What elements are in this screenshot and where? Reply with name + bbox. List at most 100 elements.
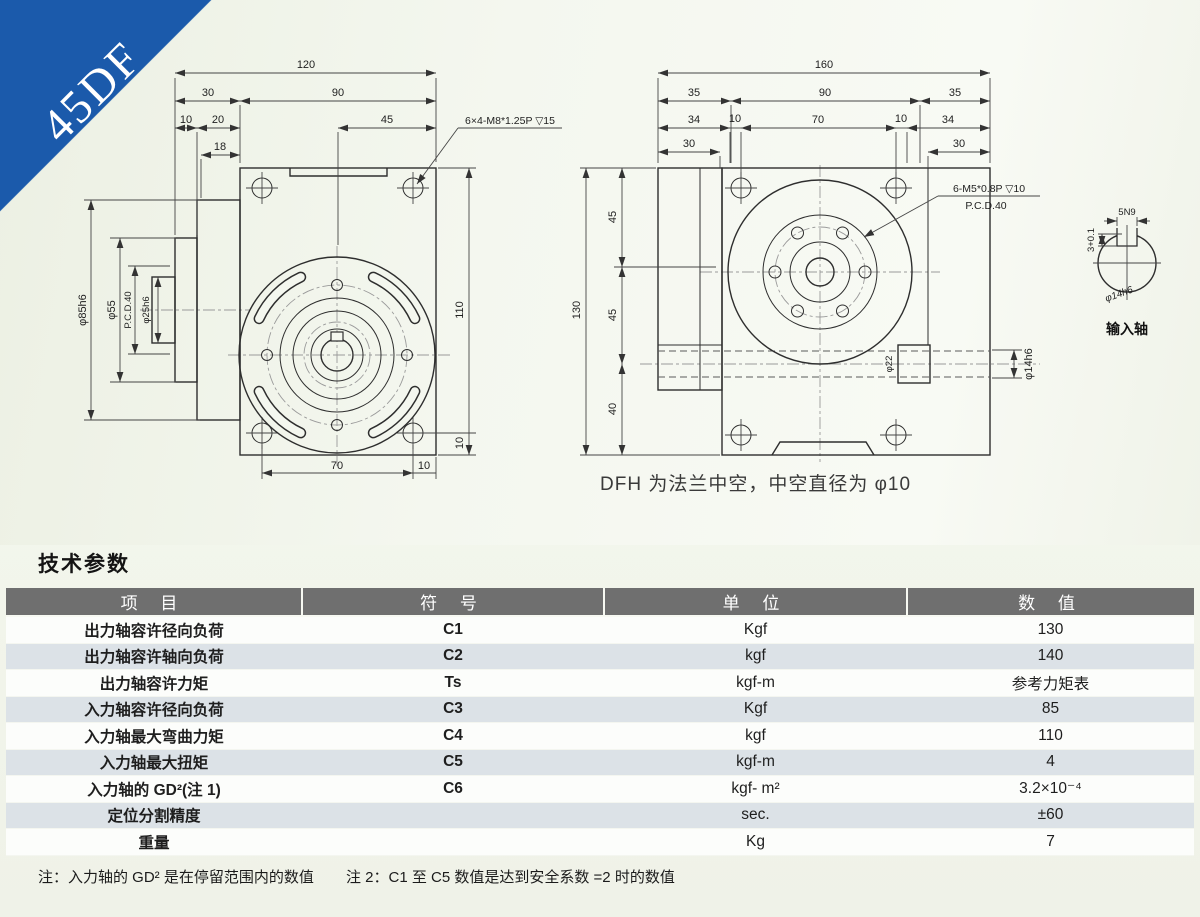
symbol-cell: C2	[302, 643, 604, 670]
spec-table: 项 目 符 号 单 位 数 值 出力轴容许径向负荷 C1 Kgf 130 出力轴…	[6, 588, 1194, 856]
input-shaft-detail: 5N9 3+0.1 φ14h6 输入轴	[1086, 207, 1161, 337]
dim-label-120: 120	[297, 59, 315, 71]
unit-cell: kgf-m	[604, 669, 907, 697]
unit-cell: Kg	[604, 828, 907, 856]
dim-label-130: 130	[571, 301, 583, 319]
item-cell: 入力轴最大扭矩	[6, 749, 302, 776]
item-cell: 入力轴的 GD²(注 1)	[6, 775, 302, 803]
value-cell: ±60	[907, 802, 1194, 829]
spec-table-title: 技术参数	[38, 553, 130, 576]
dia-label-shaft: φ14h6	[1023, 348, 1035, 380]
footnote: 注：入力轴的 GD² 是在停留范围内的数值 注 2：C1 至 C5 数值是达到安…	[38, 866, 703, 887]
dia-label-bearing: φ22	[884, 356, 895, 373]
table-row: 定位分割精度 sec. ±60	[6, 802, 1194, 829]
table-row: 出力轴容许径向负荷 C1 Kgf 130	[6, 616, 1194, 644]
unit-cell: kgf-m	[604, 749, 907, 776]
value-cell: 参考力矩表	[907, 669, 1194, 697]
dia-label-flange: φ85h6	[77, 294, 89, 326]
header-unit: 单 位	[603, 588, 907, 617]
header-value: 数 值	[906, 588, 1194, 617]
dim-label-18: 18	[214, 141, 226, 153]
symbol-cell: C6	[302, 775, 604, 803]
item-cell: 重量	[6, 828, 302, 856]
value-cell: 85	[907, 696, 1194, 723]
dim-label-45: 45	[381, 114, 393, 126]
item-cell: 出力轴容许径向负荷	[6, 616, 302, 644]
dim-label-160: 160	[815, 59, 833, 71]
unit-cell: kgf	[604, 722, 907, 750]
corner-ribbon: 45DF	[0, 0, 212, 212]
dia-label-pilot: φ25h6	[141, 296, 152, 323]
table-row: 重量 Kg 7	[6, 828, 1194, 856]
symbol-cell	[302, 802, 604, 829]
table-row: 出力轴容许轴向负荷 C2 kgf 140	[6, 643, 1194, 670]
header-symbol: 符 号	[301, 588, 604, 617]
dim-label-40: 40	[607, 403, 619, 415]
item-cell: 入力轴最大弯曲力矩	[6, 722, 302, 750]
item-cell: 出力轴容许轴向负荷	[6, 643, 302, 670]
dim-label-35l: 35	[688, 87, 700, 99]
front-view-drawing: 120 30 90 10 20 45 18 6×4-M8*1.25P ▽15 φ…	[77, 59, 562, 479]
unit-cell: sec.	[604, 802, 907, 829]
input-shaft-caption: 输入轴	[1106, 321, 1148, 337]
dim-label-45a: 45	[607, 211, 619, 223]
side-thread-callout: 6-M5*0.8P ▽10	[953, 183, 1025, 195]
dim-label-45b: 45	[607, 309, 619, 321]
header-item: 项 目	[6, 588, 302, 617]
side-view-drawing: 160 35 90 35 34 10 70 10 34 30 30 130 45…	[571, 59, 1040, 462]
dim-label-30l: 30	[683, 138, 695, 150]
unit-cell: kgf- m²	[604, 775, 907, 803]
front-thread-callout: 6×4-M8*1.25P ▽15	[465, 115, 555, 127]
dim-label-90: 90	[332, 87, 344, 99]
symbol-cell	[302, 828, 604, 856]
table-header-row: 项 目 符 号 单 位 数 值	[6, 588, 1194, 617]
technical-drawings: 120 30 90 10 20 45 18 6×4-M8*1.25P ▽15 φ…	[77, 59, 1161, 479]
unit-cell: kgf	[604, 643, 907, 670]
table-row: 出力轴容许力矩 Ts kgf-m 参考力矩表	[6, 669, 1194, 697]
keyway-label: 5N9	[1118, 207, 1135, 218]
table-row: 入力轴最大弯曲力矩 C4 kgf 110	[6, 722, 1194, 750]
dim-label-30: 30	[202, 87, 214, 99]
dim-label-10: 10	[180, 114, 192, 126]
value-cell: 7	[907, 828, 1194, 856]
symbol-cell: C1	[302, 616, 604, 644]
shaft-dia-label: φ14h6	[1104, 284, 1135, 304]
dim-label-34l: 34	[688, 114, 700, 126]
dim-label-35r: 35	[949, 87, 961, 99]
table-row: 入力轴的 GD²(注 1) C6 kgf- m² 3.2×10⁻⁴	[6, 775, 1194, 803]
symbol-cell: C5	[302, 749, 604, 776]
dim-label-110: 110	[454, 301, 466, 319]
hollow-note: DFH 为法兰中空，中空直径为 φ10	[600, 474, 912, 495]
table-row: 入力轴容许径向负荷 C3 Kgf 85	[6, 696, 1194, 723]
pcd-label-front: P.C.D.40	[123, 291, 134, 328]
dim-label-20: 20	[212, 114, 224, 126]
dim-label-34r: 34	[942, 114, 954, 126]
value-cell: 4	[907, 749, 1194, 776]
footnote-note2: 注 2：C1 至 C5 数值是达到安全系数 =2 时的数值	[346, 869, 675, 886]
value-cell: 110	[907, 722, 1194, 750]
footnote-note1: 注：入力轴的 GD² 是在停留范围内的数值	[38, 869, 314, 886]
value-cell: 3.2×10⁻⁴	[907, 775, 1194, 803]
unit-cell: Kgf	[604, 616, 907, 644]
dim-label-right-10: 10	[454, 437, 466, 449]
symbol-cell: Ts	[302, 669, 604, 697]
side-pcd-label: P.C.D.40	[965, 200, 1006, 212]
dim-label-10l: 10	[729, 113, 741, 125]
dim-label-90: 90	[819, 87, 831, 99]
dim-label-70: 70	[812, 114, 824, 126]
dim-label-10r: 10	[895, 113, 907, 125]
symbol-cell: C4	[302, 722, 604, 750]
dim-label-30r: 30	[953, 138, 965, 150]
key-depth-label: 3+0.1	[1086, 228, 1097, 252]
item-cell: 出力轴容许力矩	[6, 669, 302, 697]
item-cell: 定位分割精度	[6, 802, 302, 829]
symbol-cell: C3	[302, 696, 604, 723]
value-cell: 140	[907, 643, 1194, 670]
value-cell: 130	[907, 616, 1194, 644]
unit-cell: Kgf	[604, 696, 907, 723]
dim-label-bottom-10: 10	[418, 460, 430, 472]
table-row: 入力轴最大扭矩 C5 kgf-m 4	[6, 749, 1194, 776]
item-cell: 入力轴容许径向负荷	[6, 696, 302, 723]
dim-label-70: 70	[331, 460, 343, 472]
dia-label-boss: φ55	[106, 300, 118, 319]
